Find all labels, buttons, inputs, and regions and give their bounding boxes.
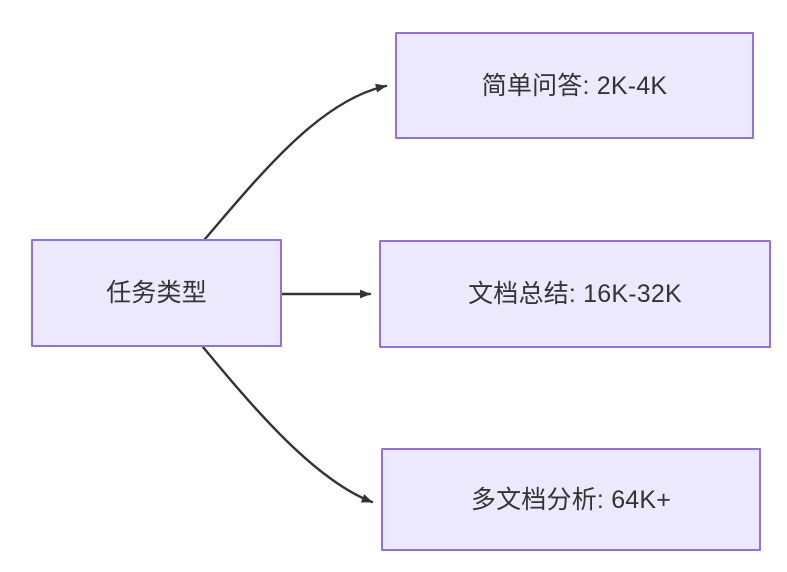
node-task-type[interactable]: 任务类型 [31,239,282,347]
node-multi-document-analysis[interactable]: 多文档分析: 64K+ [381,448,761,551]
edge-source-to-multidoc [201,345,374,504]
node-label: 文档总结: 16K-32K [468,280,682,308]
node-document-summary[interactable]: 文档总结: 16K-32K [379,240,771,348]
node-label: 任务类型 [106,279,207,307]
edge-source-to-simple [203,83,388,241]
node-label: 简单问答: 2K-4K [481,71,668,100]
node-label: 多文档分析: 64K+ [470,485,672,514]
node-simple-qa[interactable]: 简单问答: 2K-4K [395,32,754,139]
